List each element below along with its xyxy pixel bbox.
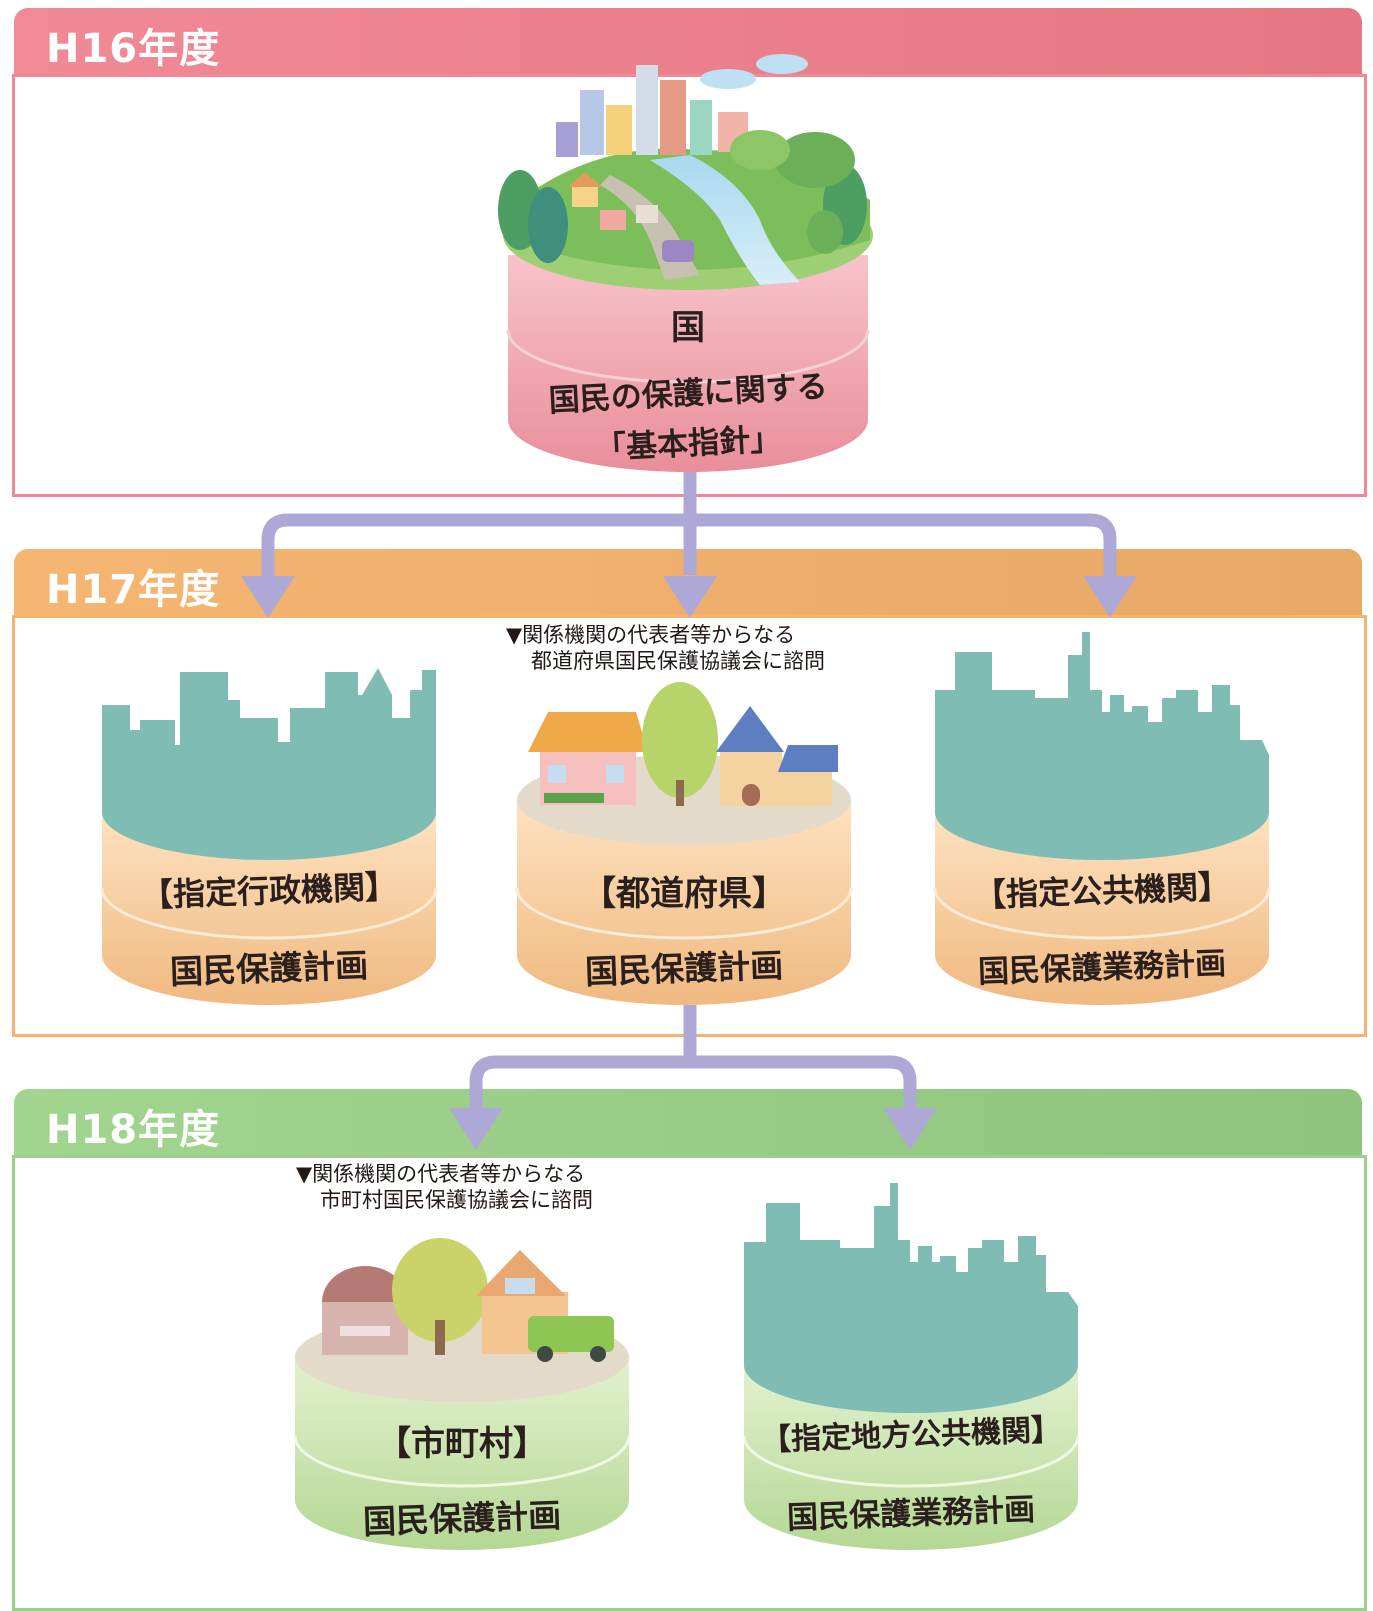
arrow-head-right-h17 (1083, 576, 1137, 618)
cylinder-todofuken (515, 682, 853, 1005)
shichoson-note-line2: 市町村国民保護協議会に諮問 (320, 1188, 593, 1212)
arrow-head-left-h18 (449, 1108, 503, 1150)
cylinder-shitei-kokyo (933, 632, 1271, 1005)
arrow-heads (241, 576, 1137, 1150)
arrow-head-left-h17 (241, 576, 295, 618)
houses-illustration-shichoson (322, 1238, 614, 1362)
todofuken-note-line1: ▼関係機関の代表者等からなる (506, 623, 796, 647)
landscape-illustration (498, 54, 870, 285)
phase-label-h16: H16年度 (46, 26, 221, 72)
phase-header-h18: H18年度 (14, 1089, 1362, 1157)
phase-header-h16: H16年度 (14, 8, 1362, 76)
arrow-head-center-h17 (663, 576, 717, 618)
connector-arrows (261, 470, 1117, 1110)
todofuken-note-line2: 都道府県国民保護協議会に諮問 (531, 649, 825, 673)
kuni-title: 国 (671, 308, 705, 348)
cylinder-shitei-chiho (742, 1183, 1080, 1550)
todofuken-title: 【都道府県】 (582, 874, 786, 914)
city-silhouette-right-h17 (935, 632, 1269, 860)
arrow-head-right-h18 (883, 1108, 937, 1150)
phase-label-h18: H18年度 (46, 1107, 221, 1153)
houses-illustration-todofuken (528, 682, 838, 806)
phase-label-h17: H17年度 (46, 567, 221, 613)
cylinder-kuni (498, 54, 873, 472)
city-silhouette-right-h18 (744, 1183, 1078, 1413)
cylinder-shichoson (293, 1238, 631, 1550)
shichoson-note-line1: ▼関係機関の代表者等からなる (296, 1162, 586, 1186)
cylinder-shitei-gyosei (100, 668, 438, 1005)
shichoson-title: 【市町村】 (377, 1424, 547, 1464)
city-silhouette-left (102, 668, 436, 860)
